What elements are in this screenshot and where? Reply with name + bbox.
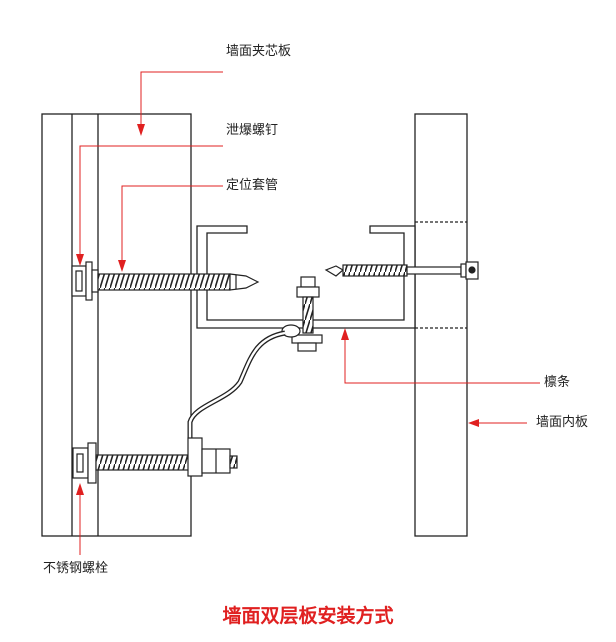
locating-sleeve-screw xyxy=(71,261,260,301)
label-stainless-bolt: 不锈钢螺栓 xyxy=(43,561,109,576)
label-anti-explosion-screw: 泄爆螺钉 xyxy=(226,123,279,138)
stainless-bolt xyxy=(72,437,238,484)
inner-wall-panel xyxy=(414,113,468,537)
callout-arrowheads xyxy=(76,124,479,495)
label-inner-panel: 墙面内板 xyxy=(536,415,589,430)
hanger-bolt xyxy=(281,276,323,352)
label-purlin: 檩条 xyxy=(544,375,571,390)
label-locating-sleeve: 定位套管 xyxy=(226,178,279,193)
diagram-caption: 墙面双层板安装方式 xyxy=(222,605,394,627)
sandwich-panel xyxy=(41,113,192,537)
callout-leaders xyxy=(79,71,540,555)
label-sandwich-panel: 墙面夹芯板 xyxy=(226,44,292,59)
purlin-screw xyxy=(324,261,479,280)
purlin-channel xyxy=(196,225,416,329)
